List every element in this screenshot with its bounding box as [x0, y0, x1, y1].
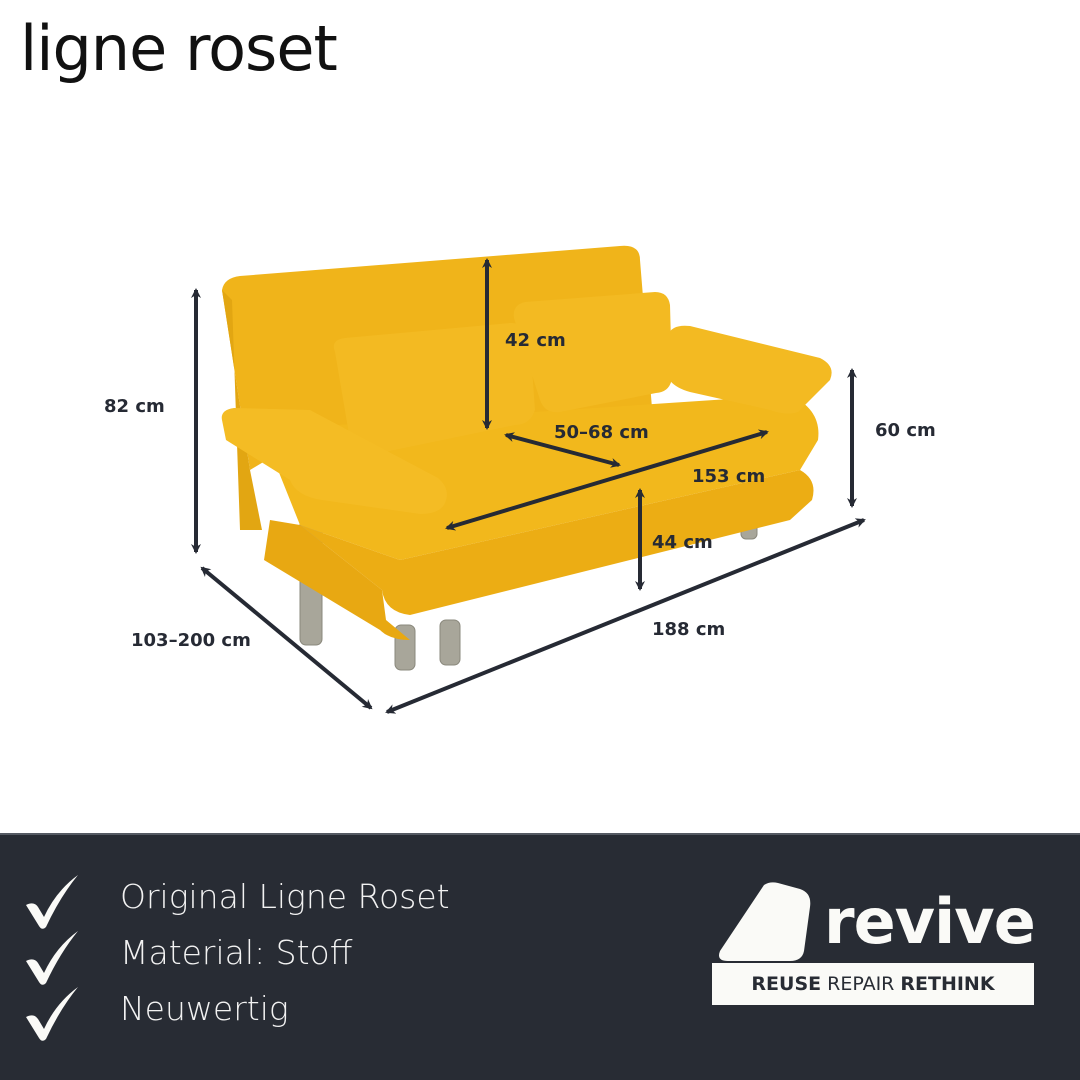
seat-depth-label: 50–68 cm [554, 422, 649, 443]
tagline-rethink: RETHINK [900, 973, 995, 995]
feature-text: Material: Stoff [120, 933, 353, 972]
tagline-repair: REPAIR [827, 973, 895, 995]
feature-item: Neuwertig [24, 985, 289, 1041]
revive-logo: revive [712, 875, 1042, 975]
backrest-height-label: 42 cm [505, 330, 566, 351]
checkmark-icon [26, 931, 78, 985]
feature-text: Neuwertig [120, 989, 289, 1028]
revive-tagline: REUSE REPAIR RETHINK [712, 963, 1034, 1005]
feature-text: Original Ligne Roset [120, 877, 450, 916]
ligne-roset-logo: ligne roset [20, 12, 338, 85]
dimension-arrows [191, 258, 866, 714]
total-height-label: 82 cm [104, 396, 165, 417]
sofa-illustration [191, 245, 866, 714]
footer-banner: Original Ligne Roset Material: Stoff Neu… [0, 833, 1080, 1080]
checkmark-icon [26, 875, 78, 929]
tagline-reuse: REUSE [751, 973, 822, 995]
revive-shape-icon [719, 882, 811, 961]
checkmark-icon [26, 987, 78, 1041]
depth-label: 103–200 cm [131, 630, 251, 651]
seat-height-label: 44 cm [652, 532, 713, 553]
feature-item: Material: Stoff [24, 929, 352, 985]
width-label: 188 cm [652, 619, 726, 640]
armrest-height-label: 60 cm [875, 420, 936, 441]
revive-wordmark: revive [824, 885, 1036, 958]
seat-width-label: 153 cm [692, 466, 766, 487]
feature-item: Original Ligne Roset [24, 873, 450, 929]
product-dimension-diagram: 82 cm 42 cm 50–68 cm 153 cm 60 cm 44 cm … [0, 120, 1080, 833]
